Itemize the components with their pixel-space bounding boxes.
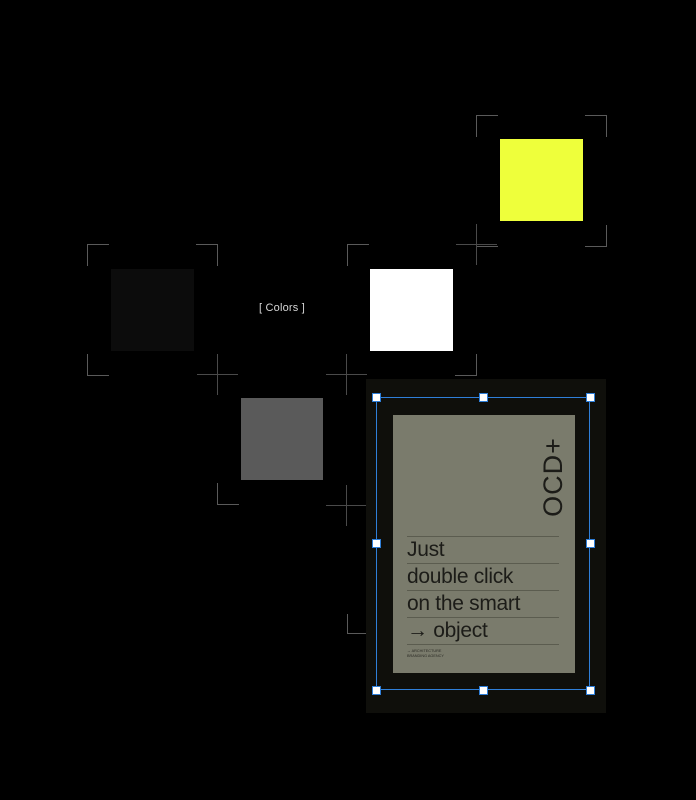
resize-handle-top-right[interactable] [586,393,595,402]
resize-handle-bottom-center[interactable] [479,686,488,695]
poster-headline: Just double click on the smart → object [407,536,559,645]
resize-handle-top-left[interactable] [372,393,381,402]
crop-mark [87,244,109,266]
headline-line: on the smart [407,590,559,617]
registration-mark-icon [326,485,367,526]
dark-swatch[interactable] [111,269,194,351]
headline-line: Just [407,536,559,563]
crop-mark [585,115,607,137]
headline-line: double click [407,563,559,590]
registration-mark-icon [326,354,367,395]
white-swatch[interactable] [370,269,453,351]
resize-handle-top-center[interactable] [479,393,488,402]
headline-line: → object [407,617,559,645]
fineprint-line: BRANDING AGENCY [407,654,444,658]
poster-fineprint: → ARCHITECTURE BRANDING AGENCY [407,649,487,659]
yellow-swatch[interactable] [500,139,583,221]
crop-mark [455,354,477,376]
colors-section-label: [ Colors ] [258,302,305,314]
crop-mark [196,244,218,266]
fineprint-line: → ARCHITECTURE [407,649,442,653]
poster-smart-object[interactable]: OCD+ Just double click on the smart → ob… [393,415,575,673]
crop-mark [476,115,498,137]
crop-mark [347,614,367,634]
resize-handle-bottom-left[interactable] [372,686,381,695]
resize-handle-middle-right[interactable] [586,539,595,548]
registration-mark-icon [456,224,497,265]
resize-handle-middle-left[interactable] [372,539,381,548]
crop-mark [217,483,239,505]
crop-mark [585,225,607,247]
crop-mark [347,244,369,266]
resize-handle-bottom-right[interactable] [586,686,595,695]
selection-bounding-box[interactable] [376,397,590,690]
registration-mark-icon [197,354,238,395]
gray-swatch[interactable] [241,398,323,480]
crop-mark [87,354,109,376]
